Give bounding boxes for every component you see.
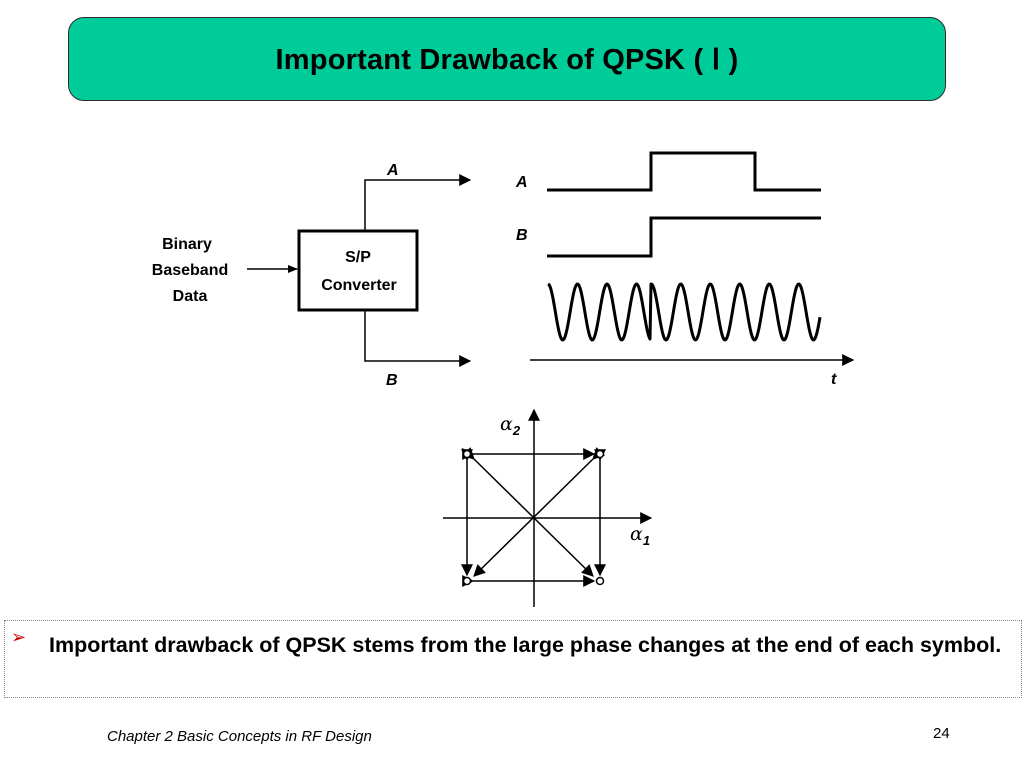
alpha1-label: α1	[630, 523, 650, 548]
constellation-point	[462, 576, 472, 586]
block-label-converter: Converter	[321, 277, 397, 294]
sp-converter-diagram: Binary Baseband Data S/P Converter A B	[152, 162, 472, 389]
footer-chapter: Chapter 2 Basic Concepts in RF Design	[107, 728, 372, 745]
bullet-arrow-icon: ➢	[11, 627, 27, 648]
wave-b-label: B	[516, 227, 528, 244]
alpha2-label: α2	[500, 413, 521, 438]
input-label-binary: Binary	[162, 236, 212, 253]
wave-a-signal	[547, 151, 821, 192]
wave-b-signal	[547, 216, 821, 258]
waveforms: A B t	[515, 151, 855, 388]
time-axis-label: t	[831, 371, 837, 388]
constellation-point	[595, 449, 605, 459]
qpsk-modulated-wave	[547, 282, 822, 342]
input-label-data: Data	[173, 288, 208, 305]
output-b-arrow	[364, 310, 472, 367]
block-label-sp: S/P	[345, 249, 371, 266]
sp-converter-block	[297, 229, 419, 312]
page-number: 24	[933, 725, 950, 742]
bullet-text: Important drawback of QPSK stems from th…	[49, 633, 1002, 657]
qpsk-figure: Binary Baseband Data S/P Converter A B A…	[152, 151, 855, 607]
title-banner: Important Drawback of QPSK ( Ⅰ )	[68, 17, 946, 101]
bullet-box: ➢ Important drawback of QPSK stems from …	[4, 620, 1022, 698]
output-b-label: B	[386, 372, 398, 389]
output-a-label: A	[386, 162, 399, 179]
constellation-diagram: α2 α1	[443, 408, 653, 607]
wave-a-label: A	[515, 174, 528, 191]
slide-title: Important Drawback of QPSK ( Ⅰ )	[275, 43, 739, 76]
constellation-point	[595, 576, 605, 586]
transition-arrow-diagonal-2	[473, 447, 605, 577]
constellation-point	[462, 449, 472, 459]
output-a-arrow	[364, 174, 472, 231]
input-label-baseband: Baseband	[152, 262, 228, 279]
